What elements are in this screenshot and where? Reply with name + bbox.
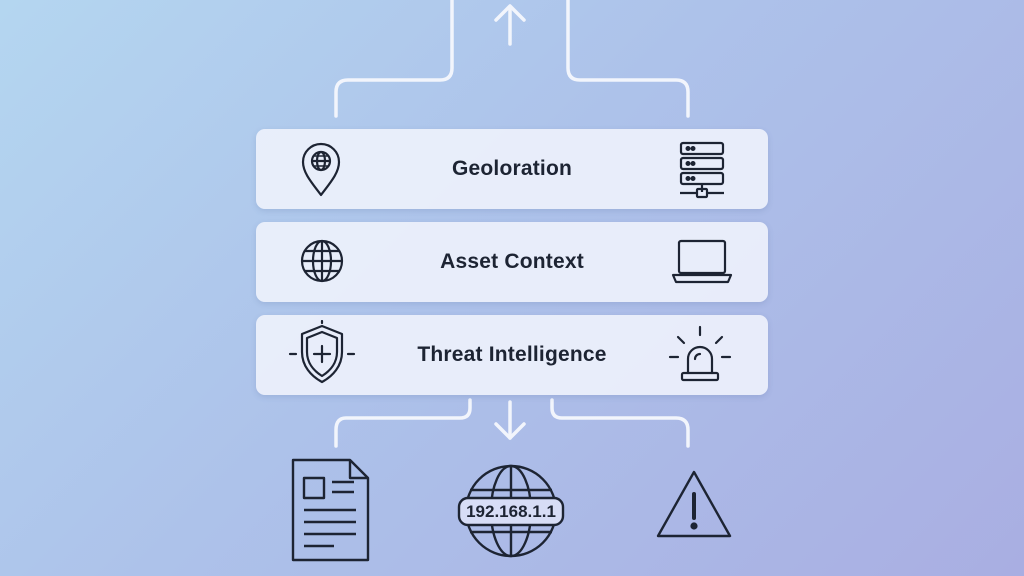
top-left-connector: [334, 0, 454, 118]
up-arrow-icon: [494, 4, 526, 46]
warning-triangle-icon: [654, 468, 734, 542]
down-arrow-icon: [494, 400, 526, 440]
layer-label: Geoloration: [451, 157, 573, 180]
ip-address-label: 192.168.1.1: [466, 501, 556, 521]
server-rack-icon: [676, 141, 728, 199]
layer-card-geolocation: Geoloration: [256, 129, 768, 209]
document-icon: [288, 456, 372, 564]
globe-ip-icon: 192.168.1.1: [456, 462, 566, 560]
shield-plus-icon: [286, 320, 358, 390]
location-pin-globe-icon: [296, 139, 346, 199]
top-right-connector: [566, 0, 690, 118]
bottom-left-connector: [334, 398, 472, 448]
globe-icon: [299, 238, 345, 284]
alarm-siren-icon: [666, 323, 734, 387]
layer-card-asset-context: Asset Context: [256, 222, 768, 302]
layer-label: Threat Intelligence: [417, 343, 607, 366]
laptop-icon: [670, 238, 734, 286]
layer-label: Asset Context: [440, 250, 584, 273]
layer-card-threat-intelligence: Threat Intelligence: [256, 315, 768, 395]
bottom-right-connector: [550, 398, 690, 448]
